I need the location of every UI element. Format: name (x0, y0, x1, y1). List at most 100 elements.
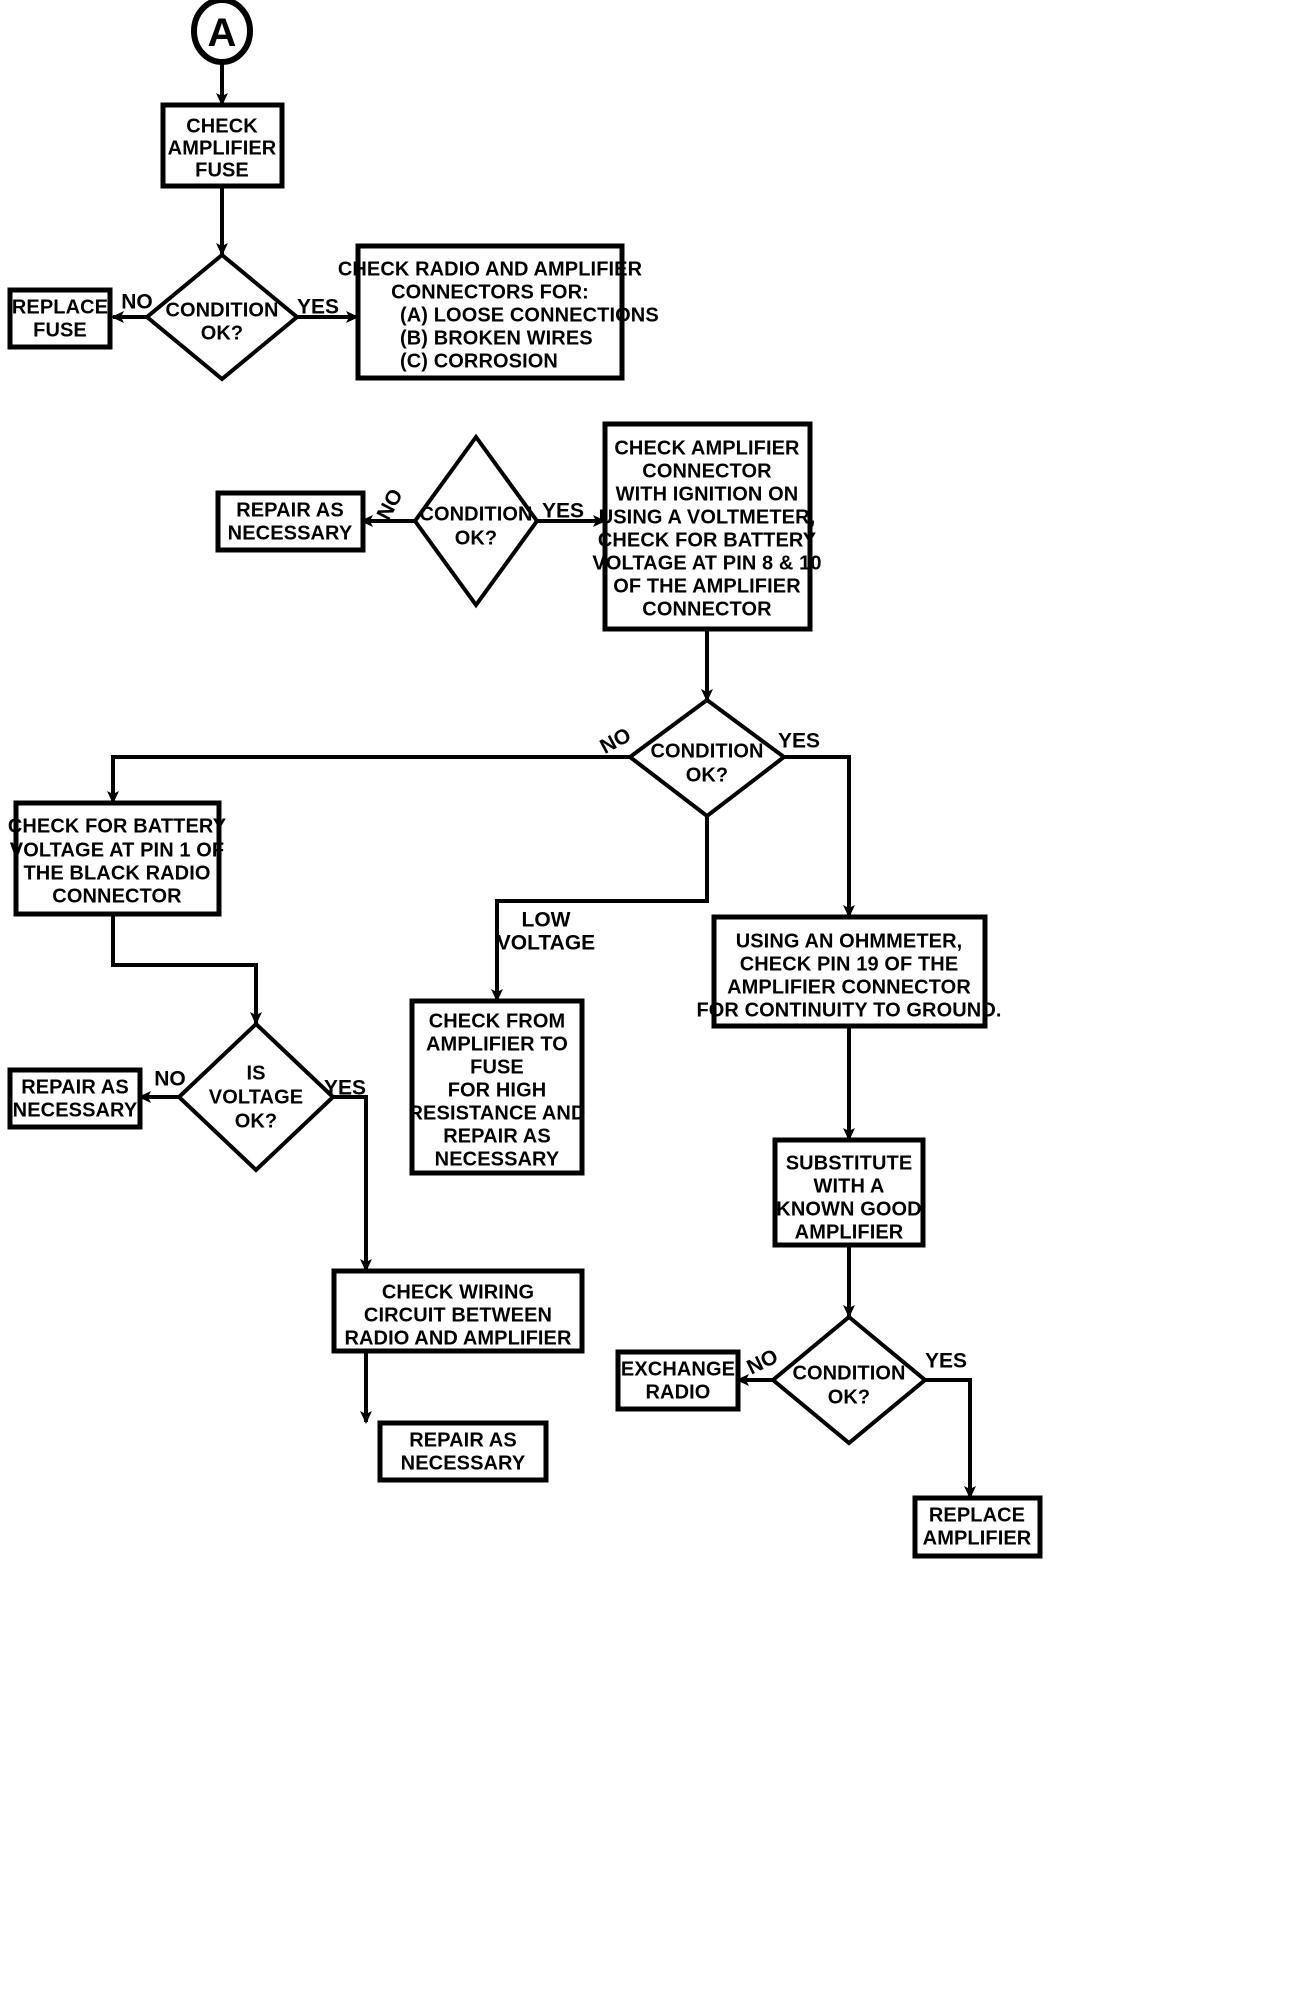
replace-fuse-line-2: FUSE (33, 319, 87, 341)
check-amplifier-connector-line-5: CHECK FOR BATTERY (598, 529, 817, 551)
edge-label-yes-5: YES (925, 1350, 967, 1373)
substitute-amplifier-box (772, 1137, 926, 1248)
check-amplifier-fuse-box (160, 102, 285, 189)
replace-amplifier-line-2: AMPLIFIER (923, 1527, 1032, 1549)
node-check-battery-voltage-pin1[interactable]: CHECK FOR BATTERY VOLTAGE AT PIN 1 OF TH… (8, 800, 227, 917)
check-radio-amp-connectors-line-5: (C) CORROSION (400, 350, 558, 372)
node-is-voltage-ok[interactable]: IS VOLTAGE OK? (176, 1021, 336, 1173)
connector-circle-shape (191, 0, 253, 65)
substitute-amplifier-line-2: WITH A (814, 1175, 885, 1197)
condition-ok-3-diamond (626, 697, 788, 819)
substitute-amplifier-line-1: SUBSTITUTE (786, 1152, 913, 1174)
is-voltage-ok-line-1: IS (246, 1062, 265, 1084)
replace-fuse-line-1: REPLACE (12, 296, 108, 318)
condition-ok-1-line-2: OK? (201, 322, 244, 344)
node-substitute-amplifier[interactable]: SUBSTITUTE WITH A KNOWN GOOD AMPLIFIER (772, 1137, 926, 1248)
node-replace-amplifier[interactable]: REPLACE AMPLIFIER (912, 1495, 1043, 1559)
check-amplifier-connector-line-7: OF THE AMPLIFIER (613, 575, 801, 597)
check-from-amplifier-to-fuse-line-3: FUSE (470, 1056, 524, 1078)
repair-as-necessary-1-line-1: REPAIR AS (236, 499, 344, 521)
check-radio-amp-connectors-line-2: CONNECTORS FOR: (391, 281, 589, 303)
check-from-amplifier-to-fuse-line-7: NECESSARY (435, 1148, 560, 1170)
exchange-radio-box (615, 1349, 741, 1412)
node-condition-ok-4[interactable]: CONDITION OK? (769, 1314, 929, 1446)
check-amplifier-connector-box (602, 421, 813, 632)
replace-amplifier-line-1: REPLACE (929, 1504, 1025, 1526)
check-from-amplifier-to-fuse-line-2: AMPLIFIER TO (426, 1033, 568, 1055)
using-ohmmeter-line-4: FOR CONTINUITY TO GROUND. (696, 999, 1001, 1021)
connector-lines (107, 62, 976, 1499)
check-amplifier-connector-line-1: CHECK AMPLIFIER (614, 437, 800, 459)
node-check-amplifier-connector[interactable]: CHECK AMPLIFIER CONNECTOR WITH IGNITION … (592, 421, 821, 632)
check-from-amplifier-to-fuse-box (409, 998, 585, 1176)
check-amplifier-connector-line-3: WITH IGNITION ON (616, 483, 799, 505)
repair-as-necessary-2-box (7, 1067, 143, 1130)
using-ohmmeter-box (711, 914, 988, 1029)
node-condition-ok-2[interactable]: CONDITION OK? (412, 433, 540, 609)
check-amplifier-connector-line-2: CONNECTOR (642, 460, 772, 482)
repair-as-necessary-2-line-1: REPAIR AS (21, 1076, 129, 1098)
entry-connector-label: A (208, 11, 237, 55)
check-radio-amp-connectors-line-4: (B) BROKEN WIRES (400, 327, 593, 349)
substitute-amplifier-line-3: KNOWN GOOD (776, 1198, 921, 1220)
check-radio-amp-connectors-box (355, 243, 625, 381)
node-exchange-radio[interactable]: EXCHANGE RADIO (615, 1349, 741, 1412)
check-radio-amp-connectors-line-1: CHECK RADIO AND AMPLIFIER (338, 258, 643, 280)
node-repair-as-necessary-3[interactable]: REPAIR AS NECESSARY (377, 1420, 549, 1483)
check-amplifier-fuse-line-2: AMPLIFIER (168, 137, 277, 159)
check-amplifier-connector-line-4: USING A VOLTMETER, (599, 506, 816, 528)
is-voltage-ok-line-2: VOLTAGE (209, 1086, 303, 1108)
edge-label-no-2: NO (373, 485, 408, 524)
check-battery-voltage-pin1-box (13, 800, 222, 917)
check-from-amplifier-to-fuse-line-1: CHECK FROM (429, 1010, 566, 1032)
edge-cond4-yes (924, 1378, 976, 1499)
node-condition-ok-1[interactable]: CONDITION OK? (143, 252, 301, 382)
condition-ok-3-line-2: OK? (686, 764, 729, 786)
node-check-amplifier-fuse[interactable]: CHECK AMPLIFIER FUSE (160, 102, 285, 189)
node-entry-connector[interactable]: A (191, 0, 253, 65)
check-battery-voltage-pin1-line-1: CHECK FOR BATTERY (8, 815, 227, 837)
edge-label-low-voltage-line-2: VOLTAGE (497, 932, 595, 955)
replace-amplifier-box (912, 1495, 1043, 1559)
check-wiring-circuit-line-3: RADIO AND AMPLIFIER (344, 1327, 572, 1349)
edge-cond3-yes (783, 755, 855, 918)
edge-label-yes-4: YES (324, 1077, 366, 1100)
is-voltage-ok-diamond (176, 1021, 336, 1173)
is-voltage-ok-line-3: OK? (235, 1110, 278, 1132)
check-battery-voltage-pin1-line-2: VOLTAGE AT PIN 1 OF (10, 839, 225, 861)
condition-ok-3-line-1: CONDITION (650, 740, 763, 762)
node-check-radio-amp-connectors[interactable]: CHECK RADIO AND AMPLIFIER CONNECTORS FOR… (338, 243, 659, 381)
using-ohmmeter-line-3: AMPLIFIER CONNECTOR (727, 976, 971, 998)
exchange-radio-line-2: RADIO (646, 1381, 711, 1403)
repair-as-necessary-1-box (215, 490, 366, 553)
edge-label-no-1: NO (121, 291, 153, 314)
condition-ok-1-diamond (143, 252, 301, 382)
edge-label-low-voltage-line-1: LOW (522, 909, 571, 932)
node-repair-as-necessary-2[interactable]: REPAIR AS NECESSARY (7, 1067, 143, 1130)
edge-label-group: NO YES NO YES NO YES LOW VOLTAGE NO YES … (121, 291, 967, 1380)
check-amplifier-connector-line-8: CONNECTOR (642, 598, 772, 620)
using-ohmmeter-line-2: CHECK PIN 19 OF THE (740, 953, 959, 975)
check-battery-voltage-pin1-line-4: CONNECTOR (52, 885, 182, 907)
edge-label-no-5: NO (743, 1345, 781, 1379)
condition-ok-1-line-1: CONDITION (165, 299, 278, 321)
node-repair-as-necessary-1[interactable]: REPAIR AS NECESSARY (215, 490, 366, 553)
node-check-from-amplifier-to-fuse[interactable]: CHECK FROM AMPLIFIER TO FUSE FOR HIGH RE… (409, 998, 586, 1176)
edge-label-no-3: NO (596, 724, 635, 759)
repair-as-necessary-3-line-1: REPAIR AS (409, 1429, 517, 1451)
node-check-wiring-circuit[interactable]: CHECK WIRING CIRCUIT BETWEEN RADIO AND A… (331, 1268, 585, 1354)
edge-pin1-to-isvoltage (111, 914, 262, 1025)
using-ohmmeter-line-1: USING AN OHMMETER, (736, 930, 963, 952)
edge-label-yes-2: YES (542, 500, 584, 523)
check-from-amplifier-to-fuse-line-5: RESISTANCE AND (409, 1102, 586, 1124)
substitute-amplifier-line-4: AMPLIFIER (795, 1221, 904, 1243)
node-using-ohmmeter[interactable]: USING AN OHMMETER, CHECK PIN 19 OF THE A… (696, 914, 1001, 1029)
node-replace-fuse[interactable]: REPLACE FUSE (7, 287, 113, 350)
condition-ok-4-line-2: OK? (828, 1386, 871, 1408)
edge-isvoltage-yes (332, 1095, 372, 1272)
edge-cond3-no (107, 755, 631, 804)
node-condition-ok-3[interactable]: CONDITION OK? (626, 697, 788, 819)
condition-ok-4-diamond (769, 1314, 929, 1446)
check-amplifier-fuse-line-3: FUSE (195, 159, 249, 181)
check-from-amplifier-to-fuse-line-6: REPAIR AS (443, 1125, 551, 1147)
